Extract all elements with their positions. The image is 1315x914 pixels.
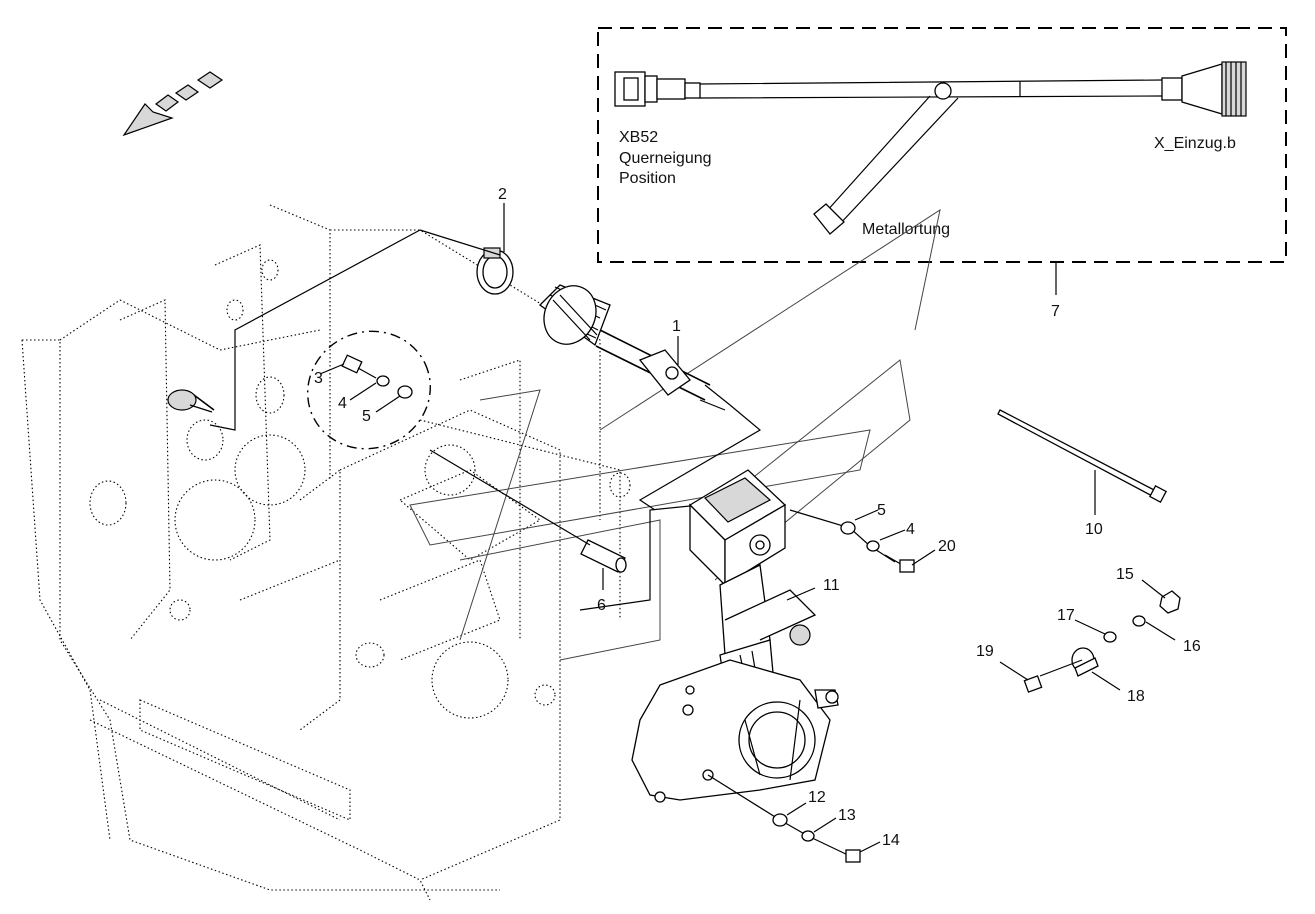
callout-16: 16 (1183, 638, 1201, 655)
bolt-detail-ellipse (306, 330, 432, 450)
side-fastener-set (840, 509, 936, 573)
callout-15: 15 (1116, 566, 1134, 583)
flat-washer-icon (840, 521, 856, 535)
flat-washer-icon (1103, 631, 1117, 643)
callout-14: 14 (882, 832, 900, 849)
p-clamp-icon (1071, 647, 1099, 677)
callout-4b: 4 (906, 521, 915, 538)
branch-label: Metallortung (862, 221, 950, 238)
callout-20: 20 (938, 538, 956, 555)
callout-4a: 4 (338, 395, 347, 412)
baler-frame-outline (21, 204, 631, 901)
callout-13: 13 (838, 807, 856, 824)
callout-6: 6 (597, 597, 606, 614)
callout-18: 18 (1127, 688, 1145, 705)
left-connector-label-line2: Querneigung (619, 150, 712, 167)
flat-washer-icon (397, 385, 413, 399)
callout-1: 1 (672, 318, 681, 335)
left-connector-label-line3: Position (619, 170, 676, 187)
callout-5a: 5 (362, 408, 371, 425)
callout-19: 19 (976, 643, 994, 660)
clamp-fastener-set (999, 579, 1181, 693)
callout-5b: 5 (877, 502, 886, 519)
callout-10: 10 (1085, 521, 1103, 538)
harness-detail-box: XB52 Querneigung Position X_Einzug.b Met… (597, 27, 1287, 263)
harness-branch-cable (825, 95, 959, 227)
bellows-boot-icon (539, 284, 611, 347)
bottom-fastener-set (772, 802, 881, 863)
bolt-icon (884, 554, 915, 573)
bolt-icon (1023, 659, 1083, 693)
lock-washer-icon (376, 375, 390, 387)
callout-numbers: 2 1 3 4 5 6 7 10 11 5 4 20 15 17 16 19 1… (314, 186, 1201, 849)
stub-shaft-icon (167, 389, 197, 411)
bolt-icon (845, 849, 861, 863)
callout-3: 3 (314, 370, 323, 387)
lock-washer-icon (1132, 615, 1146, 627)
callout-7: 7 (1051, 303, 1060, 320)
travel-direction-arrow-icon (122, 71, 224, 137)
shaft-assembly (167, 229, 762, 511)
hose-clamp-icon (476, 247, 514, 295)
right-connector-label: X_Einzug.b (1154, 135, 1236, 152)
left-connector-icon (614, 71, 701, 107)
lock-washer-icon (801, 830, 815, 842)
callout-12: 12 (808, 789, 826, 806)
right-connector-icon (1161, 61, 1247, 117)
universal-joint-icon (638, 349, 691, 396)
branch-sensor-end-icon (813, 203, 845, 235)
sensor-gearbox-assembly (631, 469, 896, 857)
callout-2: 2 (498, 186, 507, 203)
cable-tie-icon (997, 409, 1167, 515)
left-connector-label-line1: XB52 (619, 129, 658, 146)
spacer-sleeve (429, 449, 701, 611)
lock-washer-icon (866, 540, 880, 552)
callout-17: 17 (1057, 607, 1075, 624)
harness-junction-icon (934, 82, 952, 100)
bolt-icon (341, 354, 377, 379)
harness-main-cable (699, 79, 1163, 99)
flat-washer-icon (772, 813, 788, 827)
nut-icon (1159, 590, 1181, 614)
callout-11: 11 (823, 577, 840, 594)
